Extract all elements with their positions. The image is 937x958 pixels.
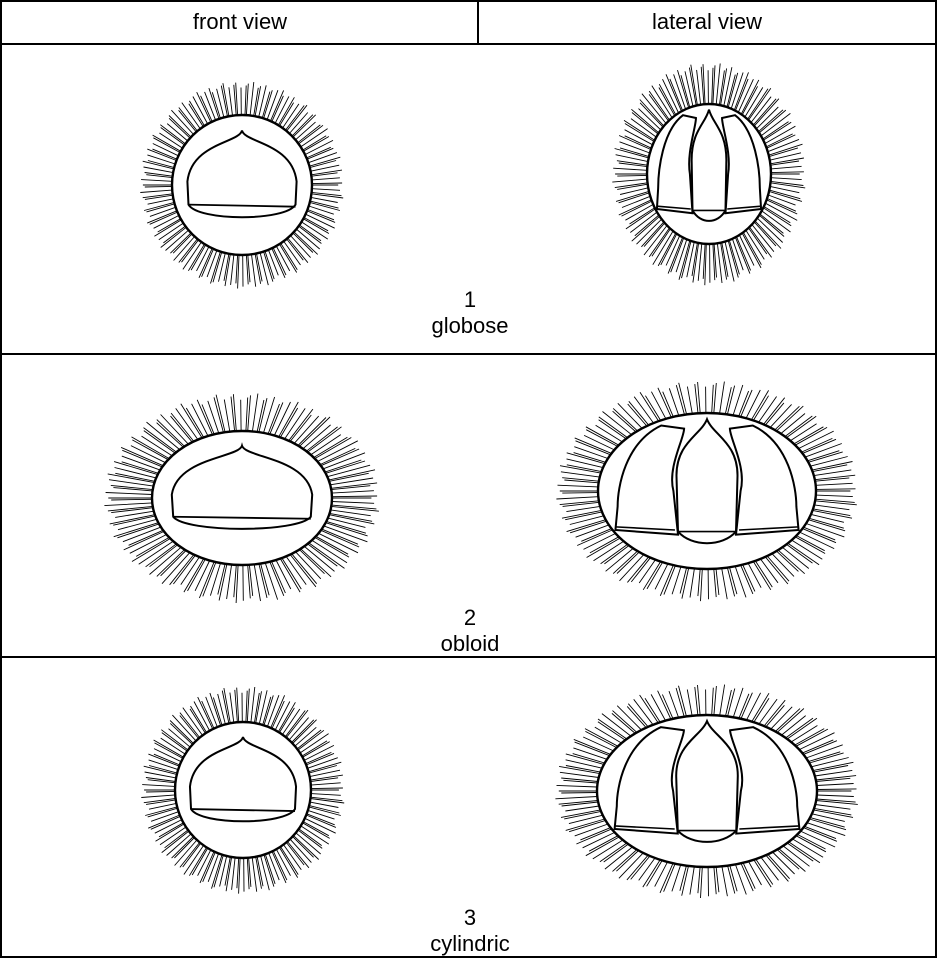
husk-outline <box>647 104 771 244</box>
row-2-shape-label: obloid <box>380 631 560 657</box>
burr-1-lateral <box>612 64 805 286</box>
husk-outline <box>152 431 332 565</box>
row-2-number: 2 <box>380 605 560 631</box>
husk-outline <box>598 413 816 569</box>
row-1-caption: 1 globose <box>380 287 560 339</box>
burr-2-lateral <box>556 382 856 601</box>
husk-outline <box>175 722 311 858</box>
header-front-view: front view <box>2 0 478 44</box>
row-3-number: 3 <box>380 905 560 931</box>
husk-outline <box>597 715 817 867</box>
row-3-shape-label: cylindric <box>380 931 560 957</box>
husk-outline <box>172 115 312 255</box>
row-3-caption: 3 cylindric <box>380 905 560 957</box>
burr-3-front <box>141 687 344 894</box>
burr-3-lateral <box>555 685 857 898</box>
header-lateral-view: lateral view <box>479 0 935 44</box>
burr-2-front <box>104 394 379 603</box>
burr-1-front <box>140 82 343 288</box>
row-2-caption: 2 obloid <box>380 605 560 657</box>
row-1-number: 1 <box>380 287 560 313</box>
row-1-shape-label: globose <box>380 313 560 339</box>
